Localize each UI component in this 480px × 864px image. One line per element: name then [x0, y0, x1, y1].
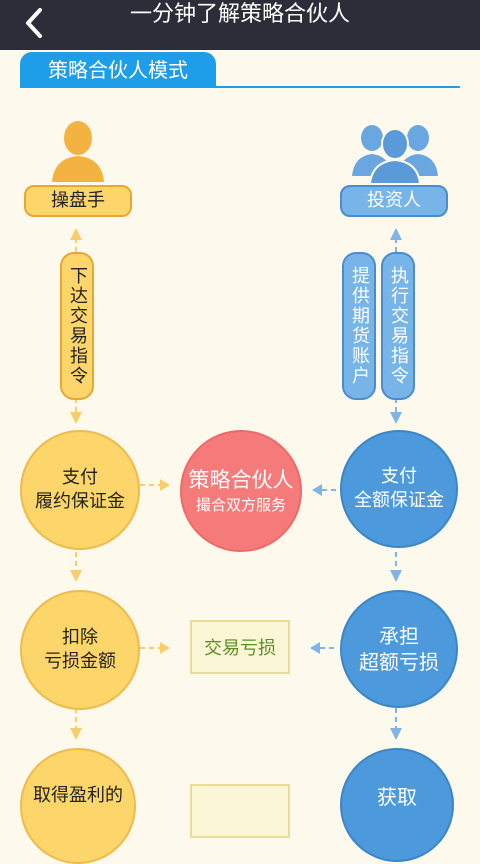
loss-box: 交易亏损 [190, 620, 290, 674]
investor-deposit-line1: 支付 [381, 466, 417, 487]
group-icon [352, 125, 438, 185]
execute-pill: 执行交易指令 [381, 252, 415, 400]
partner-title: 策略合伙人 [188, 468, 294, 492]
trader-label: 操盘手 [24, 185, 132, 217]
page-title: 一分钟了解策略合伙人 [129, 2, 350, 27]
investor-gain-circle: 获取 [340, 748, 454, 862]
investor-label: 投资人 [340, 185, 448, 217]
person-icon [52, 121, 104, 182]
profit-box [190, 784, 290, 838]
top-bar: 一分钟了解策略合伙人 [0, 0, 480, 50]
trader-deposit-circle: 支付 履约保证金 [20, 430, 140, 550]
section-tab: 策略合伙人模式 [20, 52, 216, 88]
partner-circle: 策略合伙人 撮合双方服务 [180, 430, 302, 552]
trader-deduct-line1: 扣除 [62, 627, 98, 648]
investor-bear-line1: 承担 [379, 624, 419, 648]
partner-subtitle: 撮合双方服务 [195, 496, 286, 514]
trader-deduct-line2: 亏损金额 [44, 651, 116, 672]
back-icon[interactable] [20, 6, 50, 40]
trader-profit-circle: 取得盈利的 [20, 748, 136, 864]
trader-profit-line1: 取得盈利的 [33, 785, 123, 806]
investor-deposit-line2: 全额保证金 [354, 490, 444, 511]
trader-deposit-line2: 履约保证金 [35, 491, 125, 512]
investor-bear-circle: 承担 超额亏损 [340, 590, 458, 708]
trader-deposit-line1: 支付 [62, 467, 98, 488]
account-pill: 提供期货账户 [342, 252, 376, 400]
investor-deposit-circle: 支付 全额保证金 [340, 430, 458, 548]
investor-gain-line1: 获取 [377, 785, 417, 809]
trader-deduct-circle: 扣除 亏损金额 [20, 590, 140, 710]
instruction-pill: 下达交易指令 [60, 252, 94, 400]
investor-bear-line2: 超额亏损 [359, 650, 439, 674]
flow-arrows [70, 228, 402, 740]
section-divider [20, 86, 460, 88]
